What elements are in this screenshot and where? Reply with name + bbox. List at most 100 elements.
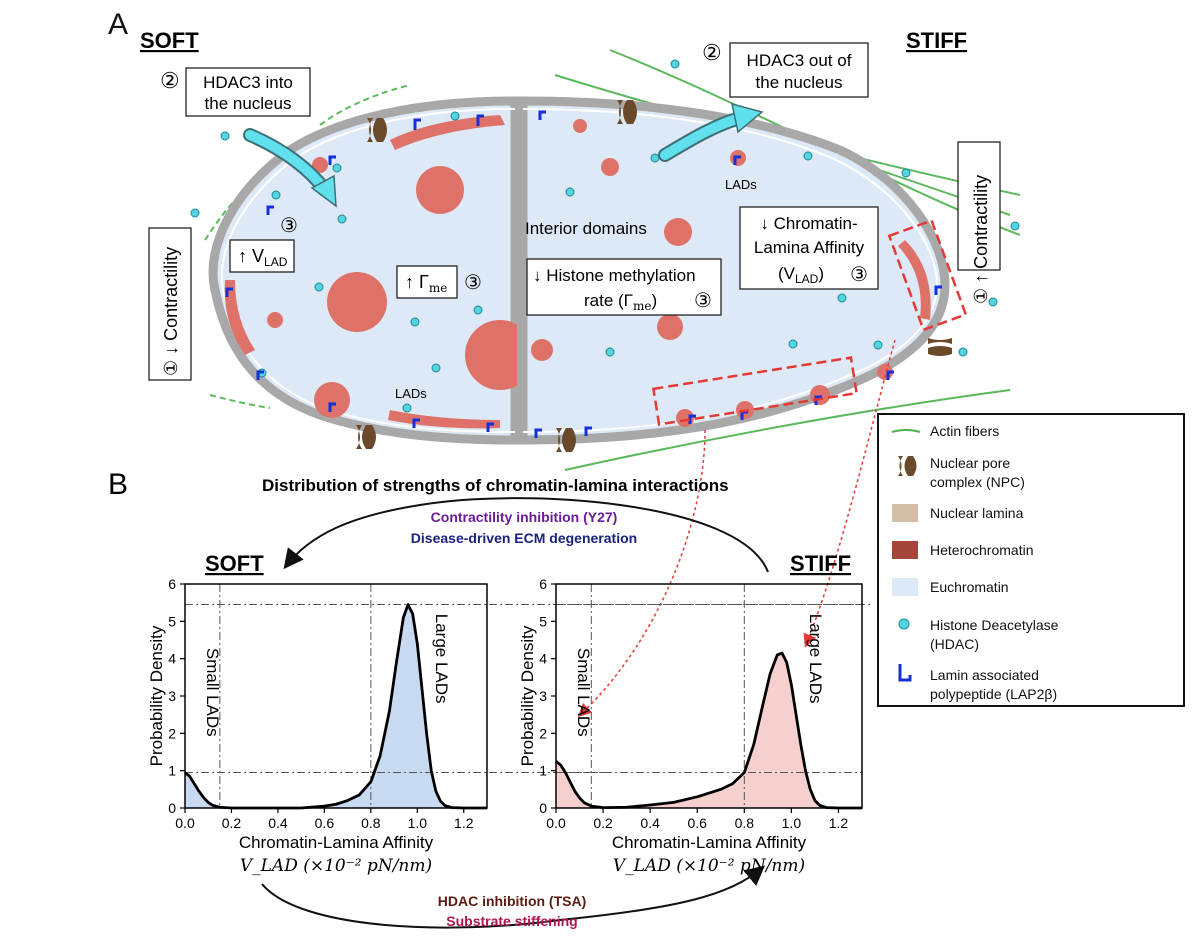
- legend-box: [877, 413, 1185, 707]
- y-tick-label: 4: [539, 651, 547, 667]
- legend-label: Heterochromatin: [930, 542, 1034, 558]
- x-axis-unit: V_LAD (×10⁻² pN/nm): [240, 856, 432, 876]
- x-tick-label: 0.6: [315, 815, 335, 831]
- npc-pores: [356, 100, 952, 452]
- soft-contractility-box: [148, 227, 192, 381]
- y-tick-label: 5: [168, 613, 176, 629]
- stiff-contractility-label: ① ↑ Contractility: [971, 175, 991, 304]
- x-tick-label: 0.4: [640, 815, 660, 831]
- x-tick-label: 1.2: [454, 815, 474, 831]
- y-tick-label: 0: [168, 800, 176, 816]
- stiff-hdac-box: [729, 42, 869, 98]
- large-lads-annotation: Large LADs: [806, 614, 825, 704]
- x-axis-label: Chromatin-Lamina Affinity: [239, 833, 434, 852]
- y-tick-label: 2: [168, 725, 176, 741]
- x-tick-label: 1.0: [408, 815, 428, 831]
- y-tick-label: 3: [539, 688, 547, 704]
- panel-b-label: B: [108, 468, 128, 501]
- legend-item: Histone Deacetylase (HDAC): [898, 617, 1059, 652]
- legend-item: Lamin associated polypeptide (LAP2β): [898, 664, 1057, 702]
- small-lad-pointer-arrow: [577, 429, 706, 718]
- legend-item: Heterochromatin: [892, 541, 1034, 559]
- lads-label-soft: LADs: [395, 386, 427, 401]
- y-axis-label: Probability Density: [518, 625, 537, 766]
- y-tick-label: 5: [539, 613, 547, 629]
- panel-a-label: A: [108, 8, 128, 41]
- bottom-arrow-line1: HDAC inhibition (TSA): [438, 893, 587, 909]
- y-tick-label: 6: [168, 576, 176, 592]
- legend-label: Lamin associated: [930, 667, 1039, 683]
- gamma-up-label: ↑ Γme: [405, 272, 447, 295]
- hdac-import-arrow: [243, 128, 337, 208]
- top-transition-arrow: [283, 497, 769, 573]
- top-arrow-line2: Disease-driven ECM degeneration: [411, 530, 637, 546]
- soft-contractility-label: ① ↓ Contractility: [161, 247, 181, 376]
- y-tick-label: 3: [168, 688, 176, 704]
- gamma-up-box: [396, 265, 458, 299]
- y-tick-label: 0: [539, 800, 547, 816]
- stiff-contractility-box: [957, 141, 1001, 271]
- soft-hdac-box: [185, 67, 311, 117]
- density-curve: [555, 651, 862, 810]
- x-axis-unit: V_LAD (×10⁻² pN/nm): [613, 856, 805, 876]
- vlad-up-box: [229, 239, 295, 273]
- legend-label-line2: polypeptide (LAP2β): [930, 686, 1057, 702]
- stiff-title-a: STIFF: [906, 28, 967, 53]
- small-lads-annotation: Small LADs: [574, 648, 593, 737]
- histone-step3: ③: [694, 290, 712, 312]
- legend-label: Euchromatin: [930, 579, 1009, 595]
- chromatin-step3: ③: [850, 264, 868, 286]
- large-lads-annotation: Large LADs: [432, 614, 451, 704]
- legend-label-line2: (HDAC): [930, 636, 979, 652]
- bottom-transition-arrow: [261, 865, 766, 929]
- soft-title-a: SOFT: [140, 28, 199, 53]
- chromatin-line1: ↓ Chromatin-: [760, 214, 857, 233]
- large-lad-pointer-arrow: [803, 339, 896, 648]
- legend-label: Nuclear lamina: [930, 505, 1024, 521]
- stiff-hdac-line2: the nucleus: [756, 73, 843, 92]
- soft-heterochromatin: [224, 115, 517, 429]
- color-swatch-icon: [892, 541, 918, 559]
- x-tick-label: 0.6: [687, 815, 707, 831]
- soft-hdac-line2: the nucleus: [205, 94, 292, 113]
- chromatin-line2: Lamina Affinity: [754, 238, 865, 257]
- histone-line2: rate (Γme): [584, 291, 657, 313]
- density-curve: [184, 603, 487, 810]
- small-lads-annotation: Small LADs: [203, 648, 222, 737]
- actin-icon: [891, 429, 921, 433]
- x-tick-label: 0.2: [222, 815, 242, 831]
- color-swatch-icon: [892, 578, 918, 596]
- x-tick-label: 0.4: [268, 815, 288, 831]
- legend-label: Nuclear pore: [930, 455, 1010, 471]
- y-tick-label: 1: [168, 763, 176, 779]
- x-tick-label: 1.0: [782, 815, 802, 831]
- legend-label: Histone Deacetylase: [930, 617, 1059, 633]
- x-tick-label: 1.2: [829, 815, 849, 831]
- hdac-export-arrow: [658, 102, 764, 162]
- stiff-hdac-line1: HDAC3 out of: [747, 51, 852, 70]
- soft-step2-number: ②: [160, 68, 180, 93]
- lap2b-hooks: [225, 110, 942, 438]
- y-tick-label: 4: [168, 651, 176, 667]
- stiff-step2-number: ②: [702, 40, 722, 65]
- legend-label: Actin fibers: [930, 423, 999, 439]
- top-arrow-line1: Contractility inhibition (Y27): [431, 509, 618, 525]
- panel-b-title: Distribution of strengths of chromatin-l…: [262, 476, 729, 495]
- y-tick-label: 2: [539, 725, 547, 741]
- density-fill: [556, 653, 862, 808]
- x-axis-label: Chromatin-Lamina Affinity: [612, 833, 807, 852]
- bottom-arrow-line2: Substrate stiffening: [446, 913, 577, 929]
- lap2b-hook-icon: [898, 664, 912, 682]
- histone-line1: ↓ Histone methylation: [533, 266, 696, 285]
- soft-step3-a: ③: [280, 215, 298, 237]
- hdac-dot-icon: [898, 618, 910, 630]
- chromatin-line3: (VLAD): [778, 264, 824, 286]
- density-fill: [185, 604, 487, 808]
- legend-item: Actin fibers: [891, 423, 999, 439]
- y-tick-label: 6: [539, 576, 547, 592]
- soft-step3-b: ③: [464, 272, 482, 294]
- color-swatch-icon: [892, 504, 918, 522]
